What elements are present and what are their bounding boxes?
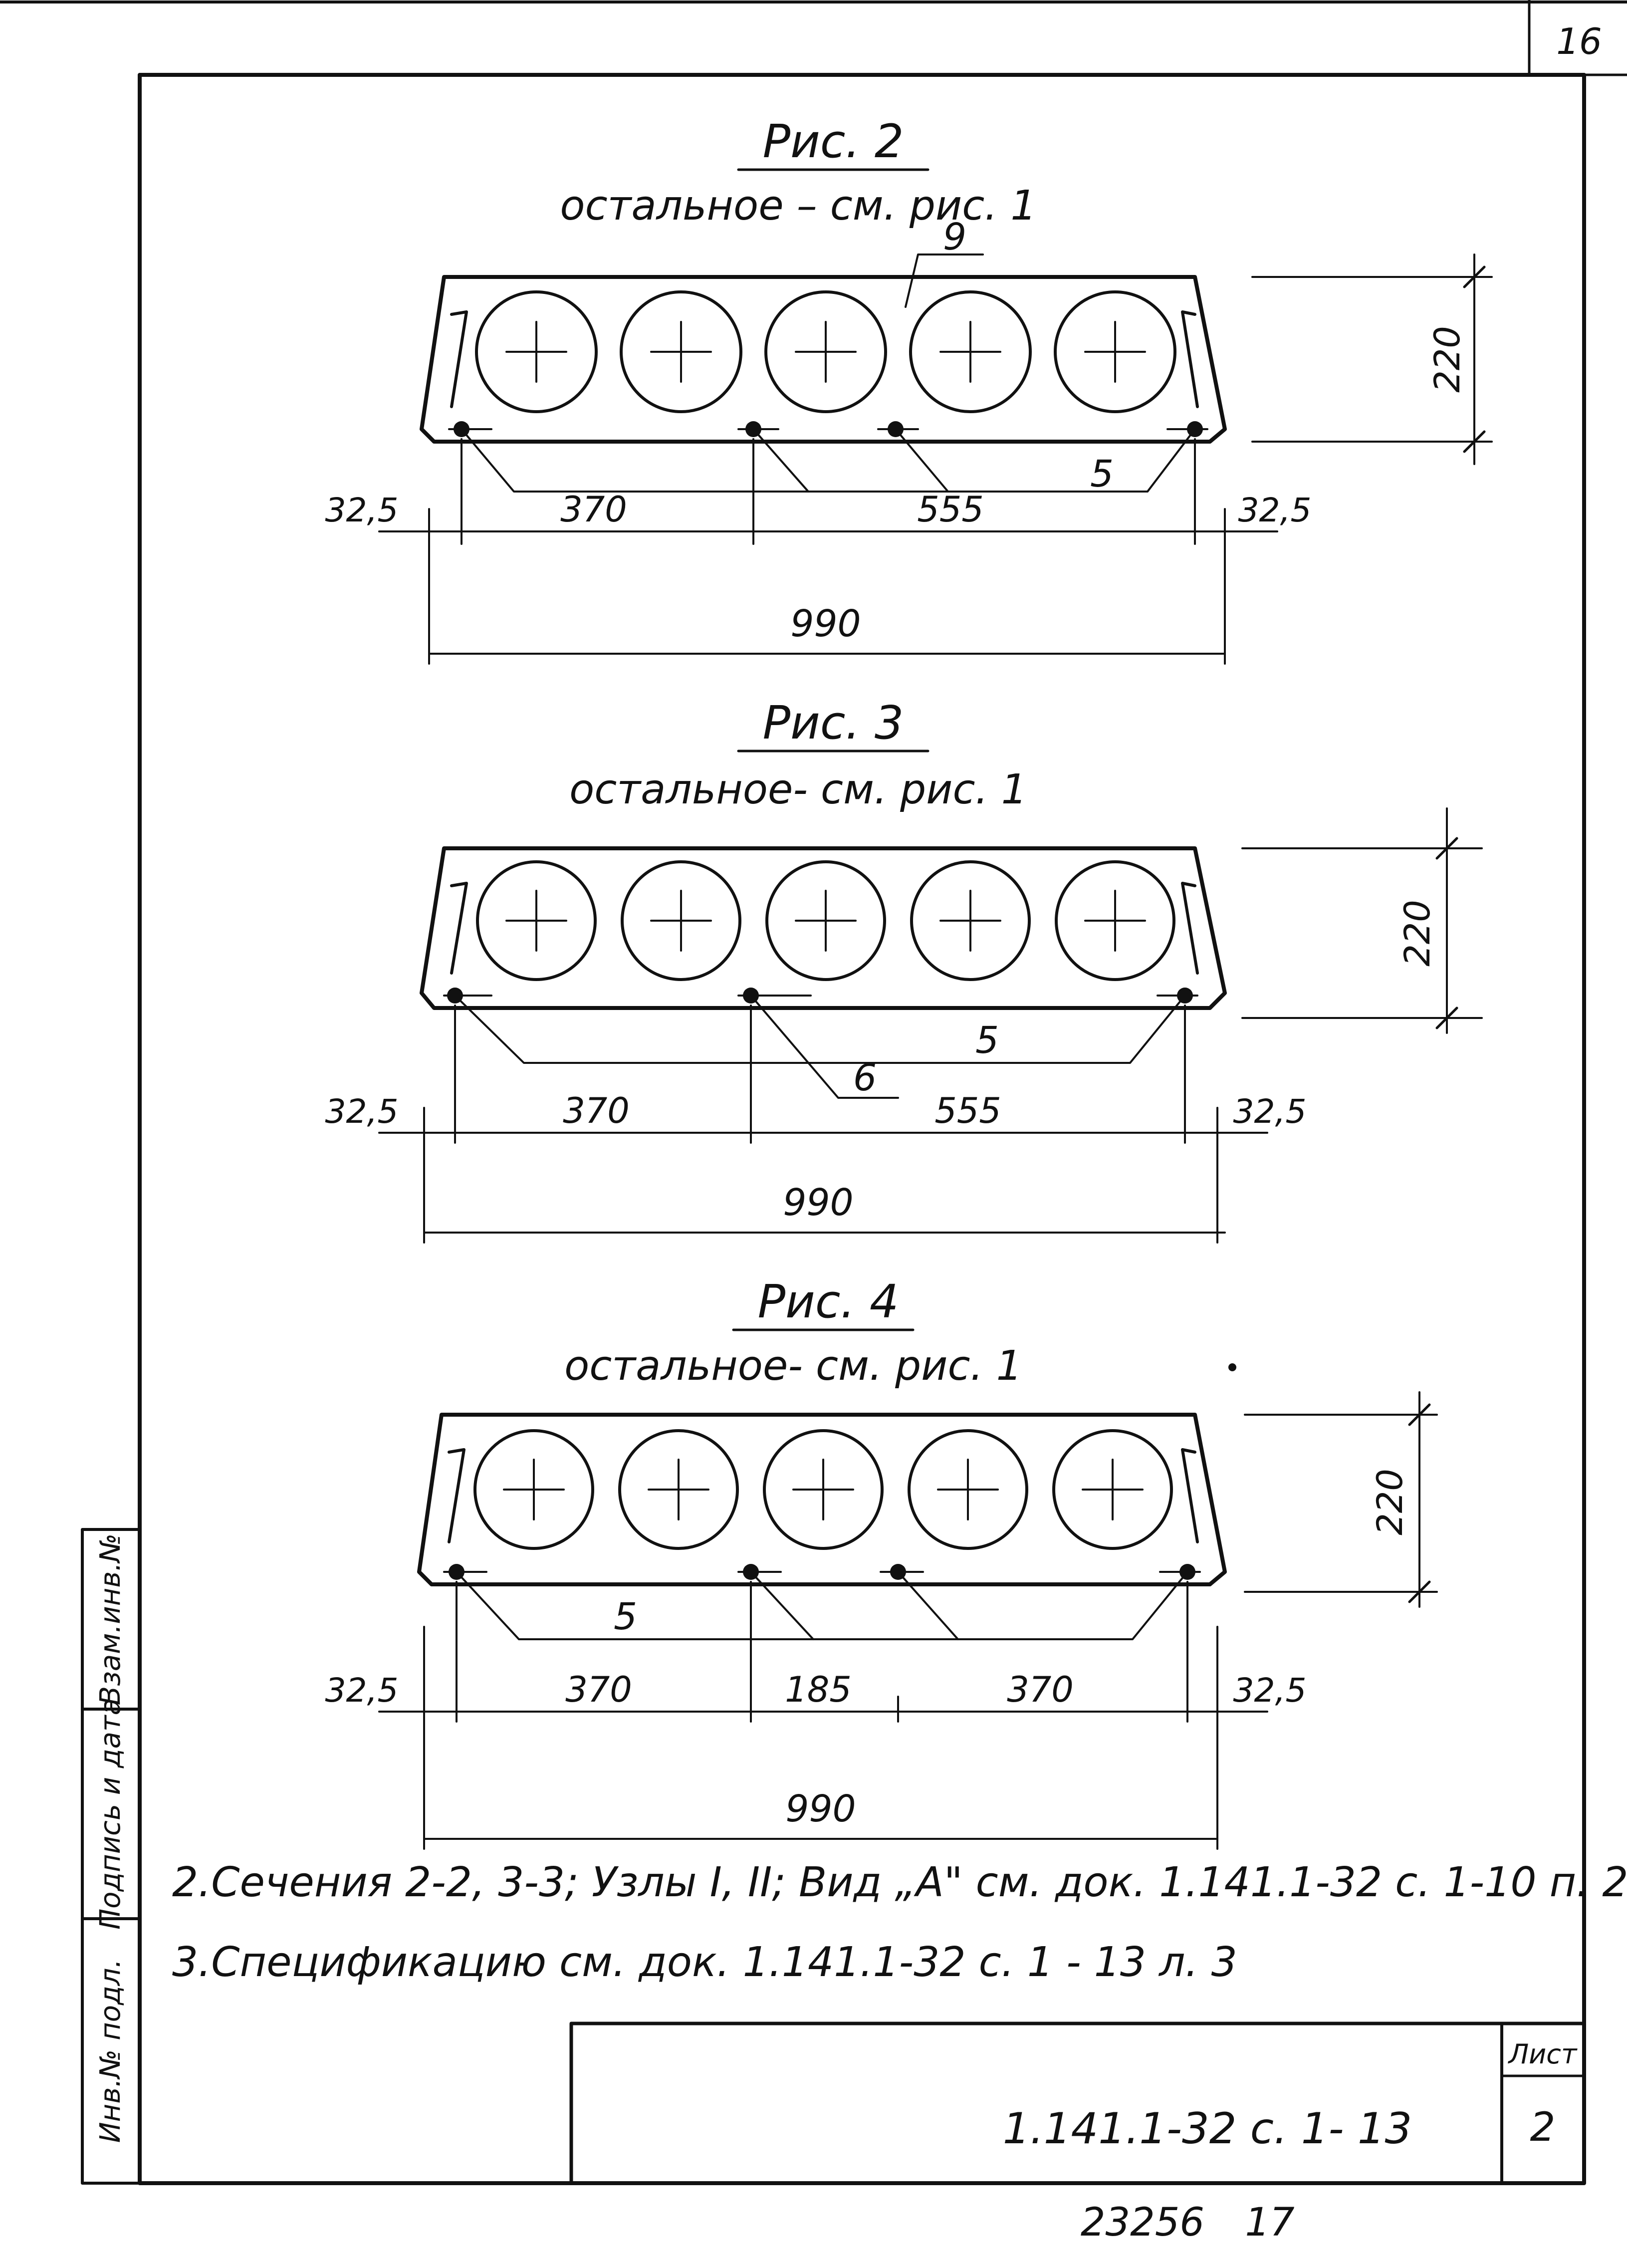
hollow-core (909, 290, 1032, 413)
leader-line (752, 428, 809, 493)
hollow-core (1052, 1429, 1173, 1550)
hollow-core (620, 290, 742, 413)
height-dimension: 220 (1397, 900, 1438, 967)
hollow-core (910, 860, 1031, 981)
hollow-core (763, 1429, 884, 1550)
figure-title: Рис. 4 (758, 1275, 899, 1328)
hollow-core (473, 1429, 594, 1550)
figure-3: Рис. 3 остальное- см. рис. 1 5 6 220 (325, 696, 1483, 1244)
edge-dimension: 32,5 (325, 491, 399, 529)
slab-end-notch (1181, 310, 1199, 408)
leader-line (750, 1571, 814, 1640)
figure-title: Рис. 2 (763, 115, 904, 168)
figure-title: Рис. 3 (763, 696, 904, 750)
note-2: 2.Сечения 2-2, 3-3; Узлы I, II; Вид „А" … (172, 1859, 1627, 1906)
slab-end-notch (450, 882, 468, 975)
total-dimension: 990 (783, 1181, 853, 1224)
slab-section (420, 846, 1227, 1010)
mark-label: 5 (614, 1595, 637, 1638)
hollow-core (765, 860, 886, 981)
hollow-core (618, 1429, 739, 1550)
edge-dimension: 32,5 (325, 1092, 399, 1131)
sheet-label: Лист (1508, 2038, 1578, 2070)
side-label-replaced-inv: Взам.инв.№ (94, 1533, 127, 1706)
hollow-core (476, 860, 597, 981)
side-stamp: Взам.инв.№ Подпись и дата Инв.№ подл. (81, 1528, 141, 2185)
mark-label: 6 (853, 1056, 877, 1099)
span-dimension: 185 (785, 1669, 852, 1710)
span-dimension: 370 (560, 489, 627, 530)
leader-line (750, 995, 899, 1099)
figure-subtitle: остальное- см. рис. 1 (564, 1342, 1022, 1390)
archive-number: 23256 (1081, 2200, 1204, 2245)
height-dimension: 220 (1370, 1469, 1410, 1535)
hollow-core (475, 290, 598, 413)
figure-2: Рис. 2 остальное – см. рис. 1 5 9 (325, 115, 1493, 665)
side-label-original-inv: Инв.№ подл. (94, 1959, 127, 2143)
mark-label: 9 (943, 216, 966, 258)
leader-line (461, 428, 1196, 493)
edge-dimension: 32,5 (325, 1671, 399, 1710)
height-dimension: 220 (1427, 326, 1468, 393)
leader-line (897, 1571, 959, 1640)
slab-end-notch (450, 310, 468, 408)
hollow-core (764, 290, 887, 413)
footer-page: 17 (1245, 2200, 1294, 2245)
page-number: 16 (1556, 20, 1602, 62)
side-label-signature-date: Подпись и дата (94, 1698, 127, 1930)
ink-dot (1228, 1363, 1236, 1371)
title-block: Лист 2 1.141.1-32 с. 1- 13 (569, 2021, 1586, 2185)
leader-line (454, 995, 1186, 1064)
total-dimension: 990 (790, 602, 861, 645)
hollow-core (621, 860, 741, 981)
leader-line (905, 253, 984, 308)
slab-section (420, 275, 1227, 444)
figure-subtitle: остальное- см. рис. 1 (569, 766, 1027, 813)
edge-dimension: 32,5 (1238, 491, 1312, 529)
span-dimension: 555 (917, 489, 984, 530)
note-3: 3.Спецификацию см. док. 1.141.1-32 с. 1 … (172, 1939, 1237, 1986)
mark-label: 5 (975, 1019, 999, 1062)
figure-subtitle: остальное – см. рис. 1 (560, 182, 1036, 230)
leader-line (456, 1571, 1188, 1640)
edge-dimension: 32,5 (1233, 1092, 1307, 1131)
total-dimension: 990 (785, 1787, 856, 1830)
leader-line (895, 428, 949, 493)
figure-4: Рис. 4 остальное- см. рис. 1 5 220 (325, 1275, 1438, 1850)
hollow-core (1054, 290, 1176, 413)
span-dimension: 555 (934, 1090, 1001, 1131)
sheet-number: 2 (1530, 2104, 1556, 2150)
slab-end-notch (1181, 1448, 1199, 1543)
span-dimension: 370 (563, 1090, 630, 1131)
slab-end-notch (448, 1448, 465, 1543)
span-dimension: 370 (565, 1669, 632, 1710)
slab-section (417, 1413, 1227, 1586)
mark-label: 5 (1090, 453, 1114, 496)
hollow-core (1055, 860, 1175, 981)
hollow-core (908, 1429, 1028, 1550)
span-dimension: 370 (1007, 1669, 1074, 1710)
document-code: 1.141.1-32 с. 1- 13 (1003, 2104, 1412, 2154)
edge-dimension: 32,5 (1233, 1671, 1307, 1710)
slab-end-notch (1181, 882, 1199, 975)
